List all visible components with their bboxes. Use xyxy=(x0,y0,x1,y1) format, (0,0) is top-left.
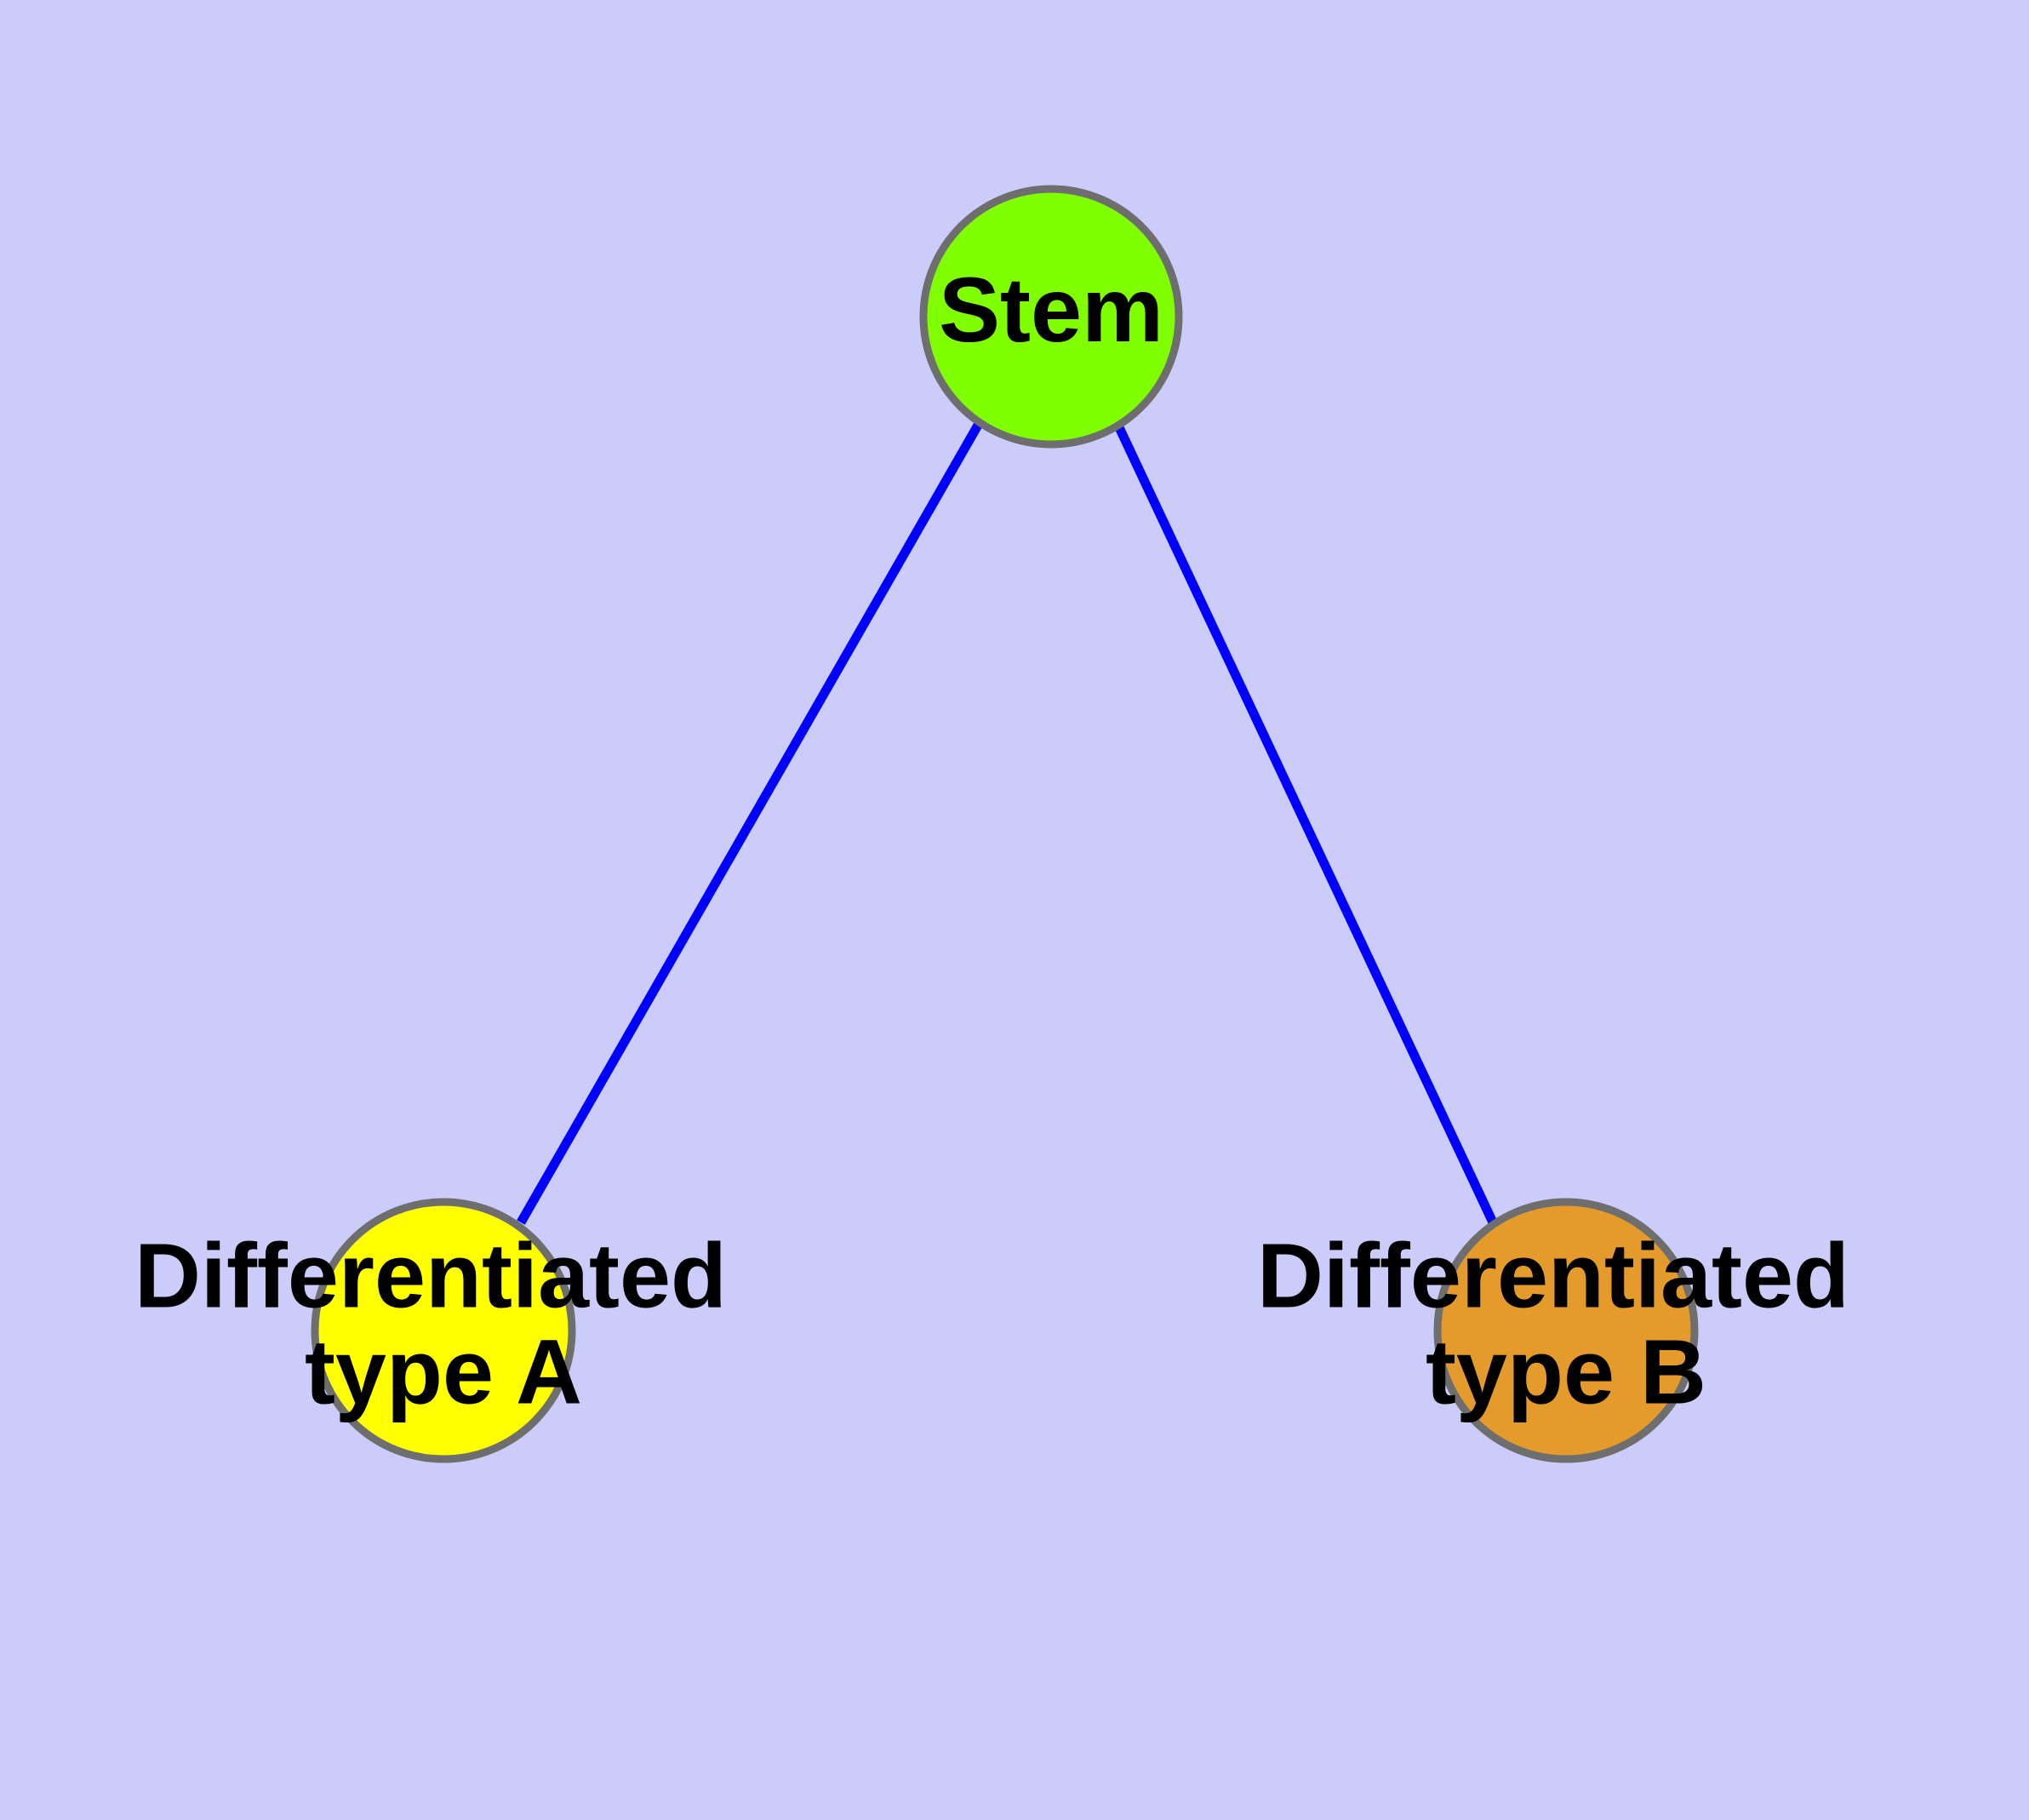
node-differentiated-type-a[interactable]: Differentiated type A xyxy=(134,1198,752,1463)
node-differentiated-type-a-label-line-1: Differentiated xyxy=(134,1223,727,1326)
node-differentiated-type-b-label: Differentiated type B xyxy=(1257,1223,1875,1422)
node-differentiated-type-a-label: Differentiated type A xyxy=(134,1223,752,1422)
node-differentiated-type-b-circle[interactable] xyxy=(1433,1198,1699,1463)
edge-stem-to-differentiated-type-b[interactable] xyxy=(1114,423,1498,1227)
node-stem[interactable]: Stem xyxy=(919,185,1183,449)
edge-stem-to-differentiated-type-a[interactable] xyxy=(517,420,984,1225)
node-differentiated-type-b-label-line-1: Differentiated xyxy=(1257,1223,1849,1326)
node-differentiated-type-b[interactable]: Differentiated type B xyxy=(1257,1198,1875,1463)
node-stem-label-line-1: Stem xyxy=(939,258,1163,361)
node-stem-circle[interactable] xyxy=(919,185,1183,449)
node-layer: Stem Differentiated type A Differentiate… xyxy=(134,185,1875,1463)
edge-layer xyxy=(517,420,1498,1227)
node-differentiated-type-a-circle[interactable] xyxy=(311,1198,576,1463)
node-stem-label: Stem xyxy=(939,258,1163,361)
node-differentiated-type-b-label-line-2: type B xyxy=(1426,1319,1706,1422)
node-differentiated-type-a-label-line-2: type A xyxy=(305,1319,582,1422)
